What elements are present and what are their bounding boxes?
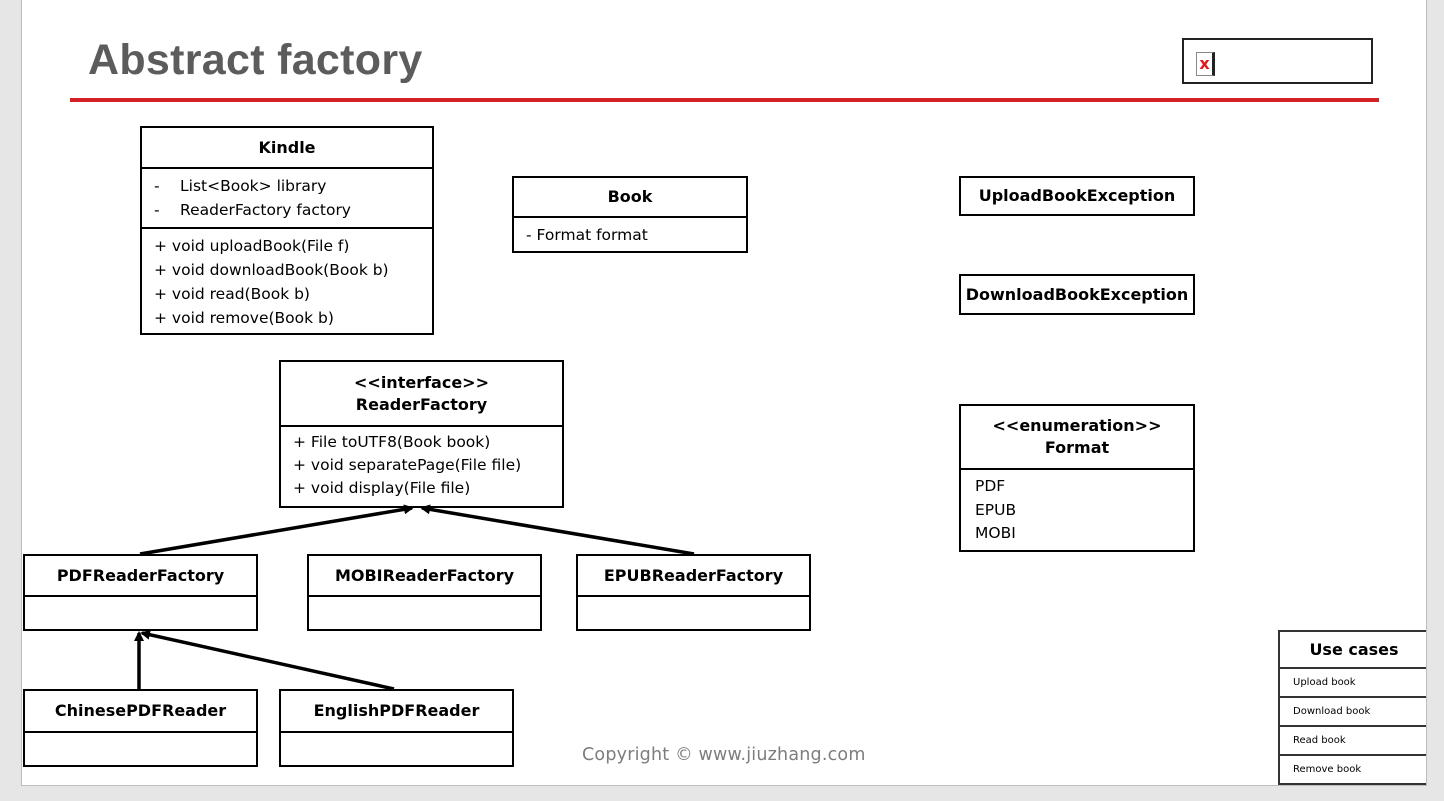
- class-name: DownloadBookException: [965, 284, 1189, 304]
- enum-value: EPUB: [975, 500, 1017, 519]
- method-row: + void downloadBook(Book b): [154, 261, 389, 279]
- stereotype: <<enumeration>>: [992, 416, 1162, 435]
- method-row: + File toUTF8(Book book): [293, 433, 491, 451]
- enum-values: PDF EPUB MOBI: [961, 470, 1193, 551]
- method-row: + void uploadBook(File f): [154, 237, 350, 255]
- class-name: Format: [1044, 438, 1110, 457]
- uml-class-book: Book - Format format: [512, 176, 748, 253]
- uml-class-english-reader: EnglishPDFReader: [279, 689, 514, 767]
- uml-class-mobi-factory: MOBIReaderFactory: [307, 554, 542, 631]
- class-name: MOBIReaderFactory: [309, 556, 540, 597]
- use-case-item: Read book: [1280, 727, 1426, 756]
- enum-value: MOBI: [975, 524, 1016, 542]
- class-name: Kindle: [142, 128, 432, 169]
- class-attributes: - Format format: [514, 218, 746, 252]
- slide-title: Abstract factory: [88, 36, 423, 84]
- uml-class-download-exception: DownloadBookException: [959, 274, 1195, 315]
- stereotype: <<interface>>: [354, 372, 489, 392]
- interface-header: <<interface>> ReaderFactory: [281, 362, 562, 427]
- enum-header: <<enumeration>> Format: [961, 406, 1193, 470]
- class-methods: + File toUTF8(Book book) + void separate…: [281, 427, 562, 504]
- uml-class-kindle: Kindle -List<Book> library -ReaderFactor…: [140, 126, 434, 335]
- attribute-row: -List<Book> library: [154, 177, 327, 195]
- arrow-pdf-to-interface: [139, 504, 414, 556]
- uml-class-pdf-factory: PDFReaderFactory: [23, 554, 258, 631]
- attribute-row: -ReaderFactory factory: [154, 201, 351, 219]
- title-divider: [70, 98, 1379, 102]
- use-case-item: Remove book: [1280, 756, 1426, 785]
- uml-class-upload-exception: UploadBookException: [959, 176, 1195, 216]
- class-methods: + void uploadBook(File f) + void downloa…: [142, 229, 432, 336]
- class-name: Book: [514, 178, 746, 218]
- arrow-epub-to-interface: [420, 504, 695, 556]
- uml-class-chinese-reader: ChinesePDFReader: [23, 689, 258, 767]
- class-name: ReaderFactory: [355, 394, 488, 414]
- x-icon: x: [1196, 52, 1215, 76]
- broken-image-placeholder: x: [1182, 38, 1373, 84]
- enum-value: PDF: [975, 477, 1006, 495]
- use-case-item: Upload book: [1280, 669, 1426, 698]
- attribute-row: - Format format: [526, 226, 648, 244]
- slide: Abstract factory x Kindle -List<Book> li…: [21, 0, 1427, 786]
- method-row: + void remove(Book b): [154, 309, 334, 327]
- method-row: + void display(File file): [293, 479, 471, 497]
- class-name: PDFReaderFactory: [25, 556, 256, 597]
- class-name: EPUBReaderFactory: [578, 556, 809, 597]
- copyright-text: Copyright © www.jiuzhang.com: [582, 745, 866, 765]
- class-attributes: -List<Book> library -ReaderFactory facto…: [142, 169, 432, 229]
- uml-enum-format: <<enumeration>> Format PDF EPUB MOBI: [959, 404, 1195, 552]
- class-name: UploadBookException: [978, 186, 1176, 205]
- use-cases-title: Use cases: [1280, 632, 1426, 669]
- method-row: + void separatePage(File file): [293, 456, 522, 474]
- method-row: + void read(Book b): [154, 285, 310, 303]
- use-case-item: Download book: [1280, 698, 1426, 727]
- uml-class-epub-factory: EPUBReaderFactory: [576, 554, 811, 631]
- inheritance-arrows: [134, 504, 695, 691]
- class-name: ChinesePDFReader: [25, 691, 256, 733]
- arrow-english-to-pdf: [140, 629, 395, 691]
- class-name: EnglishPDFReader: [281, 691, 512, 733]
- use-cases-table: Use cases Upload book Download book Read…: [1278, 630, 1426, 785]
